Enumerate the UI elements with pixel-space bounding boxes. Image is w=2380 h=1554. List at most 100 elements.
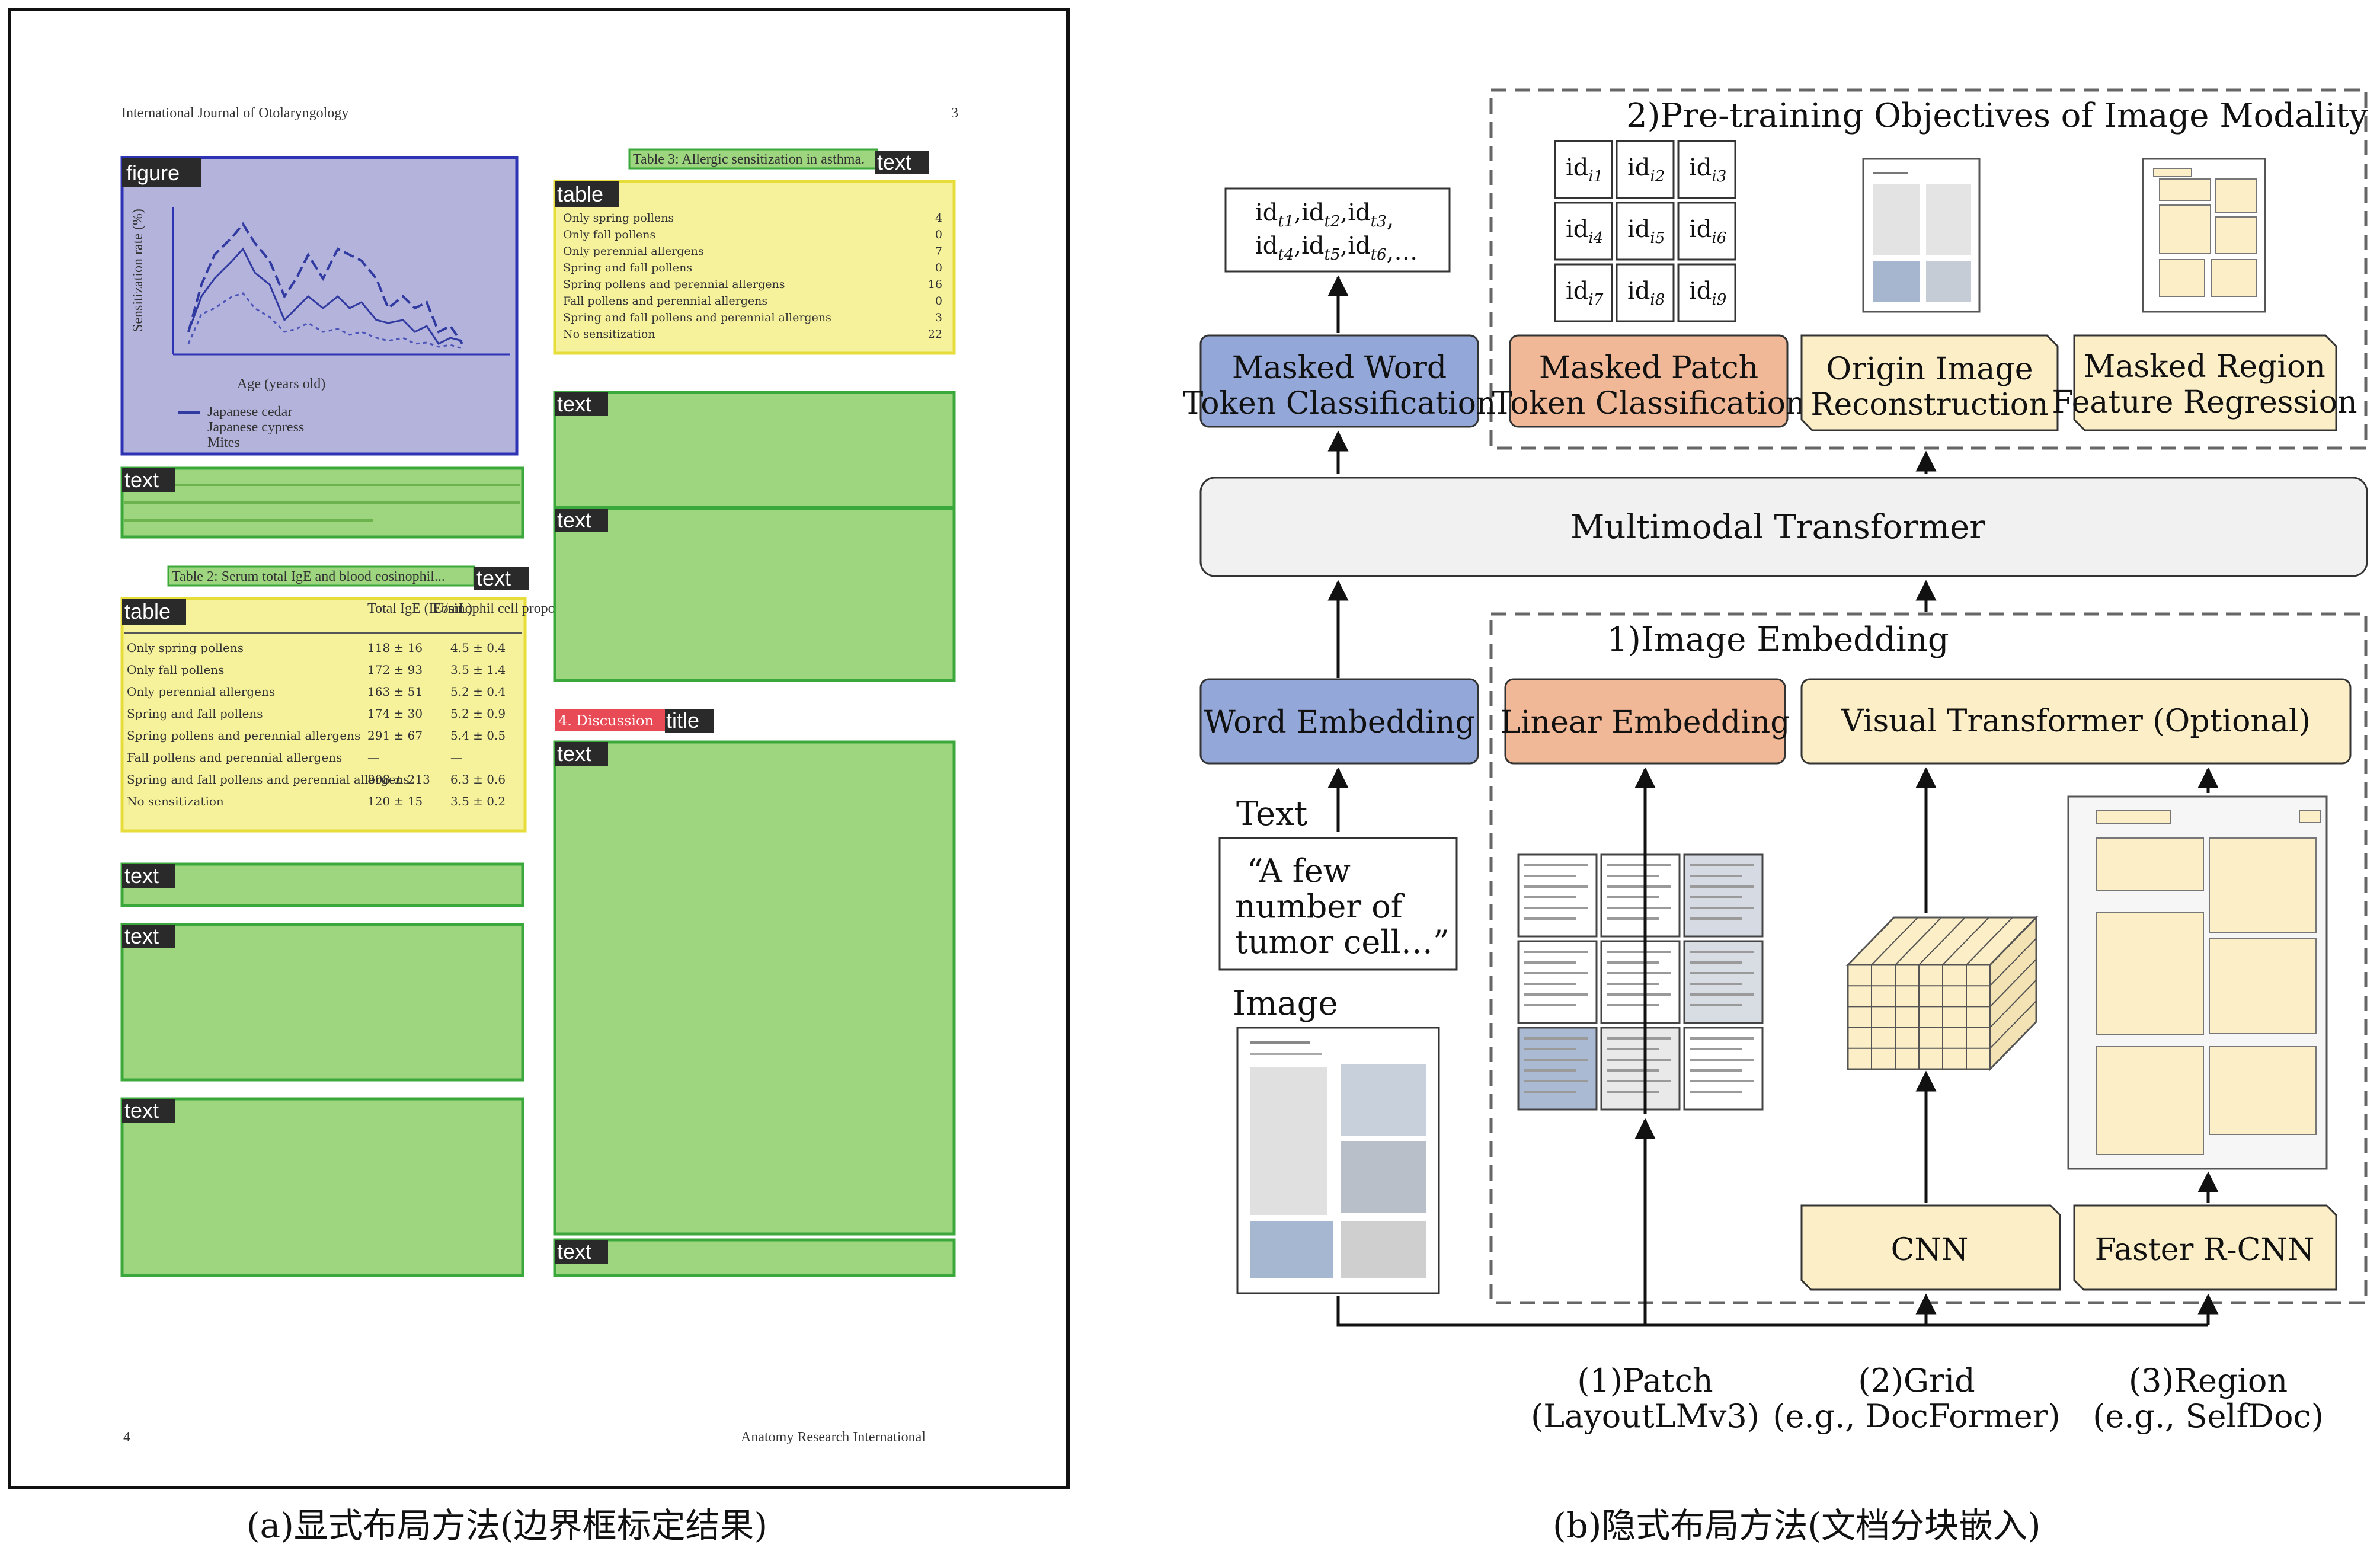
table2-row-v1: 118 ± 16 xyxy=(367,641,423,655)
figure-region: Age (years old) Sensitization rate (%) J… xyxy=(120,156,519,456)
table2-row-label: Only perennial allergens xyxy=(127,685,275,699)
text-tag: text xyxy=(124,1098,159,1123)
patch-thumbnail xyxy=(1683,940,1764,1024)
title-region: 4. Discussion title xyxy=(555,708,714,733)
table3-row-label: No sensitization xyxy=(563,328,655,341)
table3-row-value: 0 xyxy=(935,228,942,241)
text-quote-line-2: number of xyxy=(1235,888,1405,925)
table2-row-v1: — xyxy=(367,750,379,765)
table2-row-v1: 172 ± 93 xyxy=(367,663,423,677)
token-id-sub: t5 xyxy=(1325,246,1341,264)
table2-row-v2: 5.4 ± 0.5 xyxy=(450,728,506,743)
patch-thumbnail xyxy=(1683,1027,1764,1111)
title-tag: title xyxy=(666,708,699,733)
table2-row-v1: 120 ± 15 xyxy=(367,794,423,808)
table3-row-label: Spring pollens and perennial allergens xyxy=(563,278,785,291)
patch-id-cell xyxy=(1616,202,1675,261)
table2-head-1: Total IgE (IU/mL) xyxy=(367,601,472,616)
patch-id-label: idi8 xyxy=(1627,277,1665,309)
method-region-label-2: (e.g., SelfDoc) xyxy=(2093,1398,2324,1435)
right-caption: (b)隐式布局方法(文档分块嵌入) xyxy=(1553,1505,2041,1546)
image-input-routing xyxy=(1336,1296,2208,1327)
text-quote-line-1: “A few xyxy=(1247,852,1351,890)
word-embedding-box: Word Embedding xyxy=(1199,678,1479,765)
x-axis-label: Age (years old) xyxy=(237,376,325,392)
patch-id-cell xyxy=(1554,140,1613,199)
text-region-5: text xyxy=(553,391,956,509)
right-panel: 2)Pre-training Objectives of Image Modal… xyxy=(1183,88,2368,1546)
token-id-base: id xyxy=(1348,232,1370,260)
image-input-label: Image xyxy=(1233,984,1338,1023)
region-label-2: Feature Regression xyxy=(2052,385,2357,420)
table2-row-label: Fall pollens and perennial allergens xyxy=(127,750,342,765)
text-quote-line-3: tumor cell…” xyxy=(1235,923,1450,961)
origin-label-1: Origin Image xyxy=(1826,351,2033,387)
region-label-1: Masked Region xyxy=(2084,349,2325,385)
token-id-base: id xyxy=(1301,232,1324,260)
text-region-4: text xyxy=(120,1097,524,1277)
patch-thumbnail xyxy=(1600,853,1681,938)
patch-id-cell xyxy=(1554,263,1613,322)
legend-item-3: Mites xyxy=(207,435,240,450)
method-region-label-1: (3)Region xyxy=(2129,1362,2288,1399)
patch-id-cell xyxy=(1554,202,1613,261)
cnn-label: CNN xyxy=(1891,1232,1969,1268)
image-input-thumbnail xyxy=(1236,1027,1440,1294)
legend-item-2: Japanese cypress xyxy=(207,420,304,435)
patch-id-label: idi5 xyxy=(1627,216,1665,247)
masked-region-feature-regression-box: Masked Region Feature Regression xyxy=(2052,334,2357,431)
table2-row-v1: 291 ± 67 xyxy=(367,728,423,743)
table2-row-label: Spring pollens and perennial allergens xyxy=(127,728,360,743)
word-embedding-label: Word Embedding xyxy=(1204,705,1474,740)
text-region-1: text xyxy=(120,466,524,539)
page-footer-right: Anatomy Research International xyxy=(741,1430,926,1445)
multimodal-transformer-box: Multimodal Transformer xyxy=(1199,477,2368,577)
table2-row-v2: 4.5 ± 0.4 xyxy=(450,641,506,655)
text-tag: text xyxy=(124,924,159,948)
text-region-6: text xyxy=(553,507,956,682)
left-caption: (a)显式布局方法(边界框标定结果) xyxy=(247,1505,767,1546)
patch-id-cell xyxy=(1616,140,1675,199)
faster-rcnn-box: Faster R-CNN xyxy=(2073,1204,2337,1291)
visual-transformer-box: Visual Transformer (Optional) xyxy=(1800,678,2352,765)
table2-caption: Table 2: Serum total IgE and blood eosin… xyxy=(172,569,445,584)
visual-transformer-label: Visual Transformer (Optional) xyxy=(1841,704,2311,739)
patch-thumbnail xyxy=(1517,853,1598,938)
grid-feature-cube xyxy=(1845,915,2039,1072)
text-input-label: Text xyxy=(1236,795,1308,833)
patch-id-cell xyxy=(1677,263,1736,322)
text-tag: text xyxy=(557,392,591,416)
table2-row-v1: 808 ± 213 xyxy=(367,772,430,786)
patch-thumbnail xyxy=(1683,853,1764,938)
token-ids-line-2: idt4,idt5,idt6,… xyxy=(1255,232,1418,266)
method-patch-label-2: (LayoutLMv3) xyxy=(1531,1398,1760,1435)
masked-region-thumbnail xyxy=(2142,158,2266,313)
token-id-base: id xyxy=(1301,199,1324,226)
table2-row-label: No sensitization xyxy=(127,794,224,808)
patch-thumbnail xyxy=(1600,1027,1681,1111)
table3-row-label: Only spring pollens xyxy=(563,212,674,225)
text-tag: text xyxy=(877,150,911,174)
masked-word-token-classification-box: Masked Word Token Classification xyxy=(1183,334,1496,428)
text-tag: text xyxy=(476,566,511,590)
origin-label-2: Reconstruction xyxy=(1810,387,2048,423)
token-id-sub: t2 xyxy=(1325,213,1341,231)
token-id-sub: t1 xyxy=(1278,213,1294,231)
patch-id-label: idi4 xyxy=(1566,216,1603,247)
patch-thumbnail xyxy=(1600,940,1681,1024)
table2-row-v2: 6.3 ± 0.6 xyxy=(450,772,506,786)
text-region-table3-caption: Table 3: Allergic sensitization in asthm… xyxy=(628,148,929,174)
token-id-ending: ,… xyxy=(1387,238,1418,266)
text-region-table2-caption: Table 2: Serum total IgE and blood eosin… xyxy=(167,565,529,590)
linear-embedding-box: Linear Embedding xyxy=(1500,678,1790,765)
patch-id-cell xyxy=(1677,202,1736,261)
masked-word-label-1: Masked Word xyxy=(1232,350,1447,386)
patch-id-label: idi1 xyxy=(1566,154,1603,186)
table3-row-value: 4 xyxy=(935,212,942,225)
discussion-title: 4. Discussion xyxy=(558,712,654,729)
table2-row-v2: 5.2 ± 0.4 xyxy=(450,685,506,699)
patch-id-label: idi2 xyxy=(1627,154,1665,186)
table3-row-value: 0 xyxy=(935,295,942,308)
